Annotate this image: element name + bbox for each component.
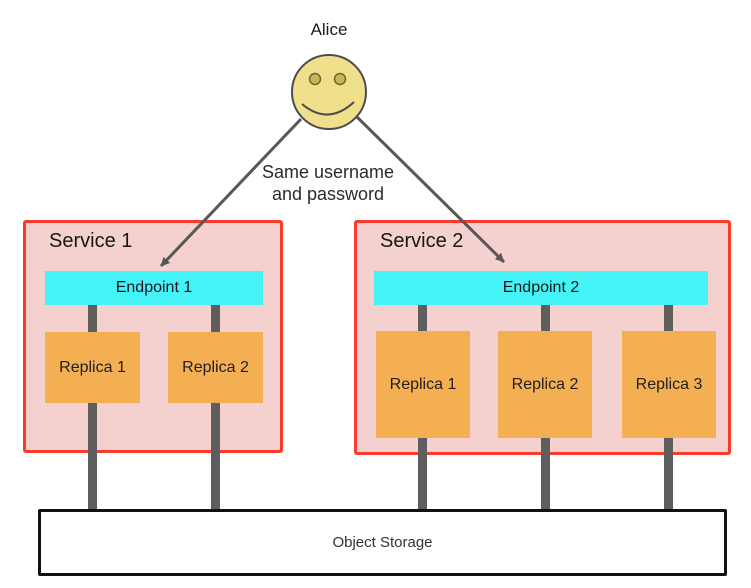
connector-s2-replica3-storage xyxy=(664,436,673,511)
smiley-face-icon xyxy=(291,54,367,130)
service-1-endpoint: Endpoint 1 xyxy=(45,271,263,305)
connector-endpoint1-replica2 xyxy=(211,303,220,334)
object-storage-label: Object Storage xyxy=(332,534,433,551)
actor-label: Alice xyxy=(310,20,348,39)
connector-endpoint2-replica1 xyxy=(418,303,427,333)
connector-s1-replica2-storage xyxy=(211,401,220,511)
connector-s2-replica2-storage xyxy=(541,436,550,511)
connector-s2-replica1-storage xyxy=(418,436,427,511)
service-2-replica-1: Replica 1 xyxy=(376,331,470,438)
service-1-replica-2: Replica 2 xyxy=(168,332,263,403)
connector-endpoint2-replica2 xyxy=(541,303,550,333)
connector-s1-replica1-storage xyxy=(88,401,97,511)
connector-endpoint2-replica3 xyxy=(664,303,673,333)
service-2-endpoint: Endpoint 2 xyxy=(374,271,708,305)
connector-endpoint1-replica1 xyxy=(88,303,97,334)
service-1-replica-1: Replica 1 xyxy=(45,332,140,403)
credentials-annotation-line1: Same username xyxy=(261,162,395,182)
service-2-title: Service 2 xyxy=(380,230,464,252)
service-2-replica-3: Replica 3 xyxy=(622,331,716,438)
credentials-annotation-line2: and password xyxy=(271,184,385,204)
object-storage-box: Object Storage xyxy=(38,509,727,576)
credentials-annotation: Same username and password xyxy=(238,161,418,205)
service-2-replica-2: Replica 2 xyxy=(498,331,592,438)
service-1-title: Service 1 xyxy=(49,230,133,252)
